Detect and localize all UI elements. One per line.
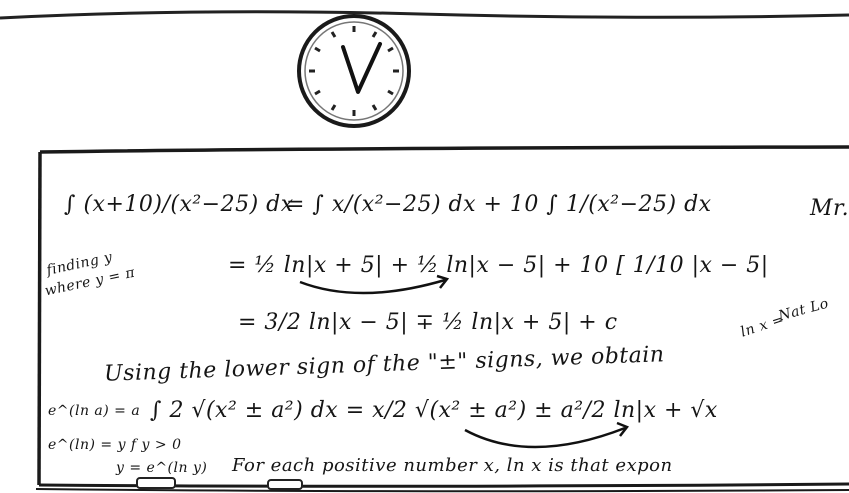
definition-line: For each positive number x, ln x is that… — [232, 455, 673, 476]
integral-lhs: ∫ (x+10)/(x²−25) dx — [64, 192, 294, 217]
eraser-icon — [136, 477, 176, 489]
clock-icon — [297, 14, 411, 128]
equation-line-2: = ½ ln|x + 5| + ½ ln|x − 5| + 10 [ 1/10 … — [228, 253, 769, 278]
wall-top-line — [0, 10, 849, 20]
arrowhead-2 — [616, 421, 630, 437]
board-left-edge — [37, 151, 42, 486]
identity-e-ln-y: e^(ln) = y f y > 0 — [48, 437, 182, 453]
equation-line-5: ∫ 2 √(x² ± a²) dx = x/2 √(x² ± a²) ± a²/… — [150, 398, 718, 423]
integral-split: = ∫ x/(x²−25) dx + 10 ∫ 1/(x²−25) dx — [286, 192, 712, 217]
corner-initials: Mr. — [810, 196, 849, 221]
identity-e-ln-a: e^(ln a) = a — [48, 403, 141, 419]
board-top-edge — [39, 145, 849, 154]
curved-arrow-2 — [464, 426, 626, 449]
equation-line-3: = 3/2 ln|x − 5| ∓ ½ ln|x + 5| + c — [238, 310, 618, 335]
curved-arrow-1 — [299, 278, 446, 295]
arrowhead-1 — [436, 274, 450, 289]
identity-y-equals: y = e^(ln y) — [116, 460, 208, 476]
board-tray-line — [35, 488, 849, 493]
eraser-icon — [267, 479, 303, 490]
